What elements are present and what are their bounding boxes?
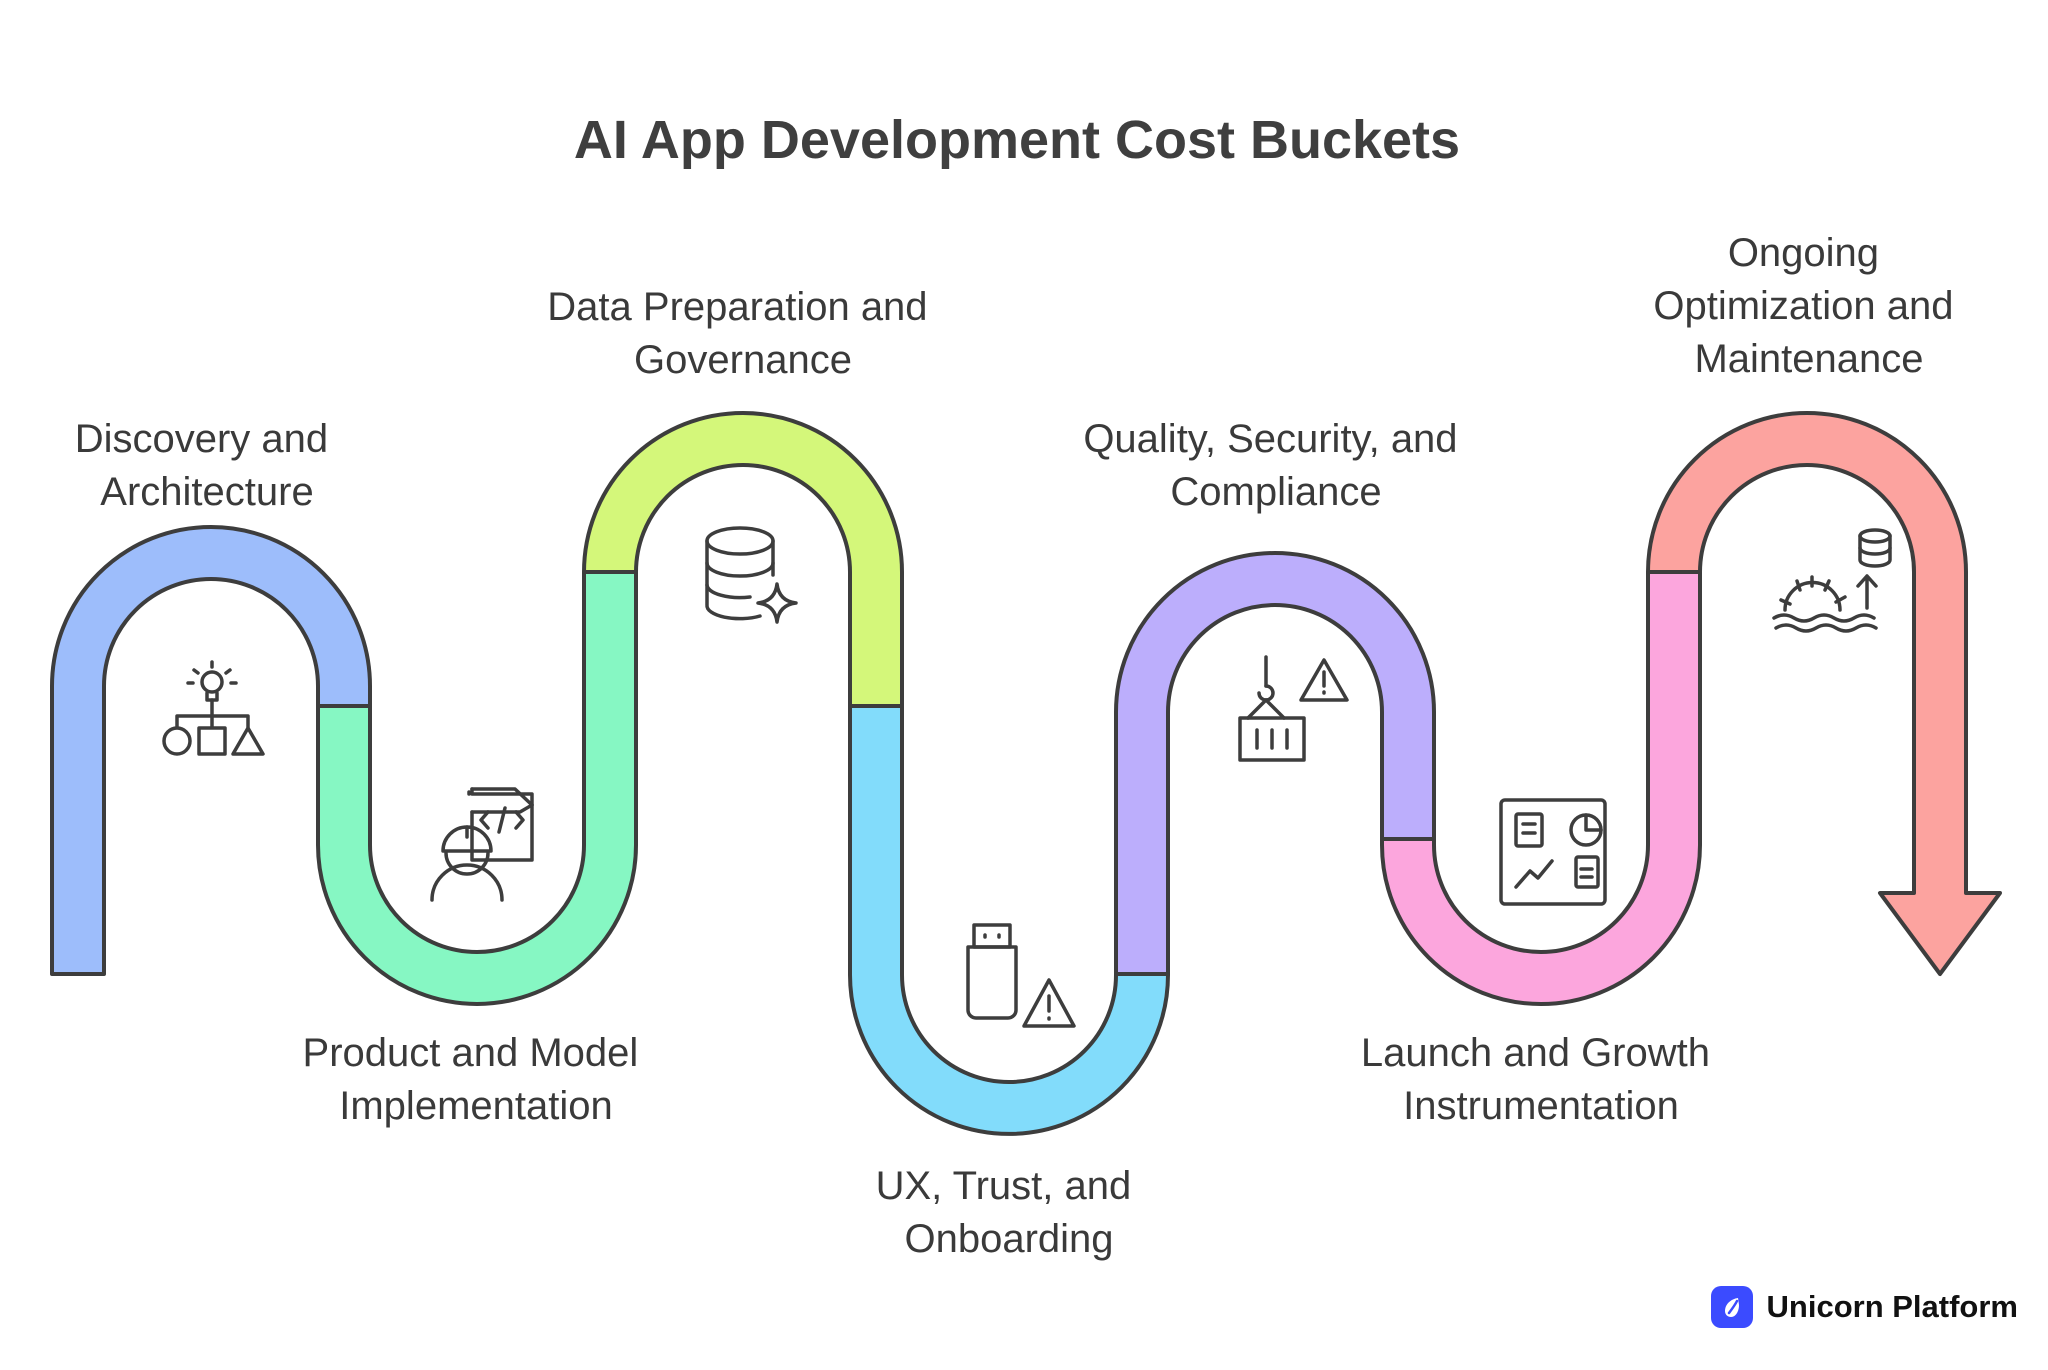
stage-3-segment (582, 411, 904, 708)
stage-7-label: Ongoing Optimization and Maintenance (1653, 231, 1964, 381)
stage-3-label: Data Preparation and Governance (547, 285, 938, 382)
stage-4-segment (848, 704, 1170, 1136)
stage-5-label: Quality, Security, and Compliance (1083, 417, 1468, 514)
brand-name: Unicorn Platform (1766, 1289, 2018, 1324)
lightbulb-shapes-icon (162, 660, 265, 756)
database-sparkle-icon (705, 526, 798, 624)
stage-7-segment (1646, 411, 2002, 976)
stage-6-label: Launch and Growth Instrumentation (1361, 1031, 1721, 1128)
stage-4-label: UX, Trust, and Onboarding (876, 1164, 1143, 1261)
stage-5-segment (1114, 551, 1436, 976)
brand-watermark: Unicorn Platform (1710, 1286, 2018, 1328)
unicorn-logo-icon (1710, 1286, 1753, 1328)
stage-1-segment (50, 525, 372, 976)
crane-container-warning-icon (1238, 655, 1349, 762)
dashboard-icon (1499, 798, 1607, 906)
usb-warning-icon (966, 923, 1076, 1028)
stage-1-label: Discovery and Architecture (75, 417, 340, 514)
engineer-code-icon (430, 787, 534, 902)
stage-6-segment (1380, 570, 1702, 1006)
stage-2-label: Product and Model Implementation (303, 1031, 650, 1128)
stage-2-segment (316, 570, 638, 1006)
unicorn-logo-glyph (1724, 1298, 1739, 1317)
diagram-title: AI App Development Cost Buckets (574, 110, 1460, 170)
database-growth-icon (1772, 528, 1892, 633)
